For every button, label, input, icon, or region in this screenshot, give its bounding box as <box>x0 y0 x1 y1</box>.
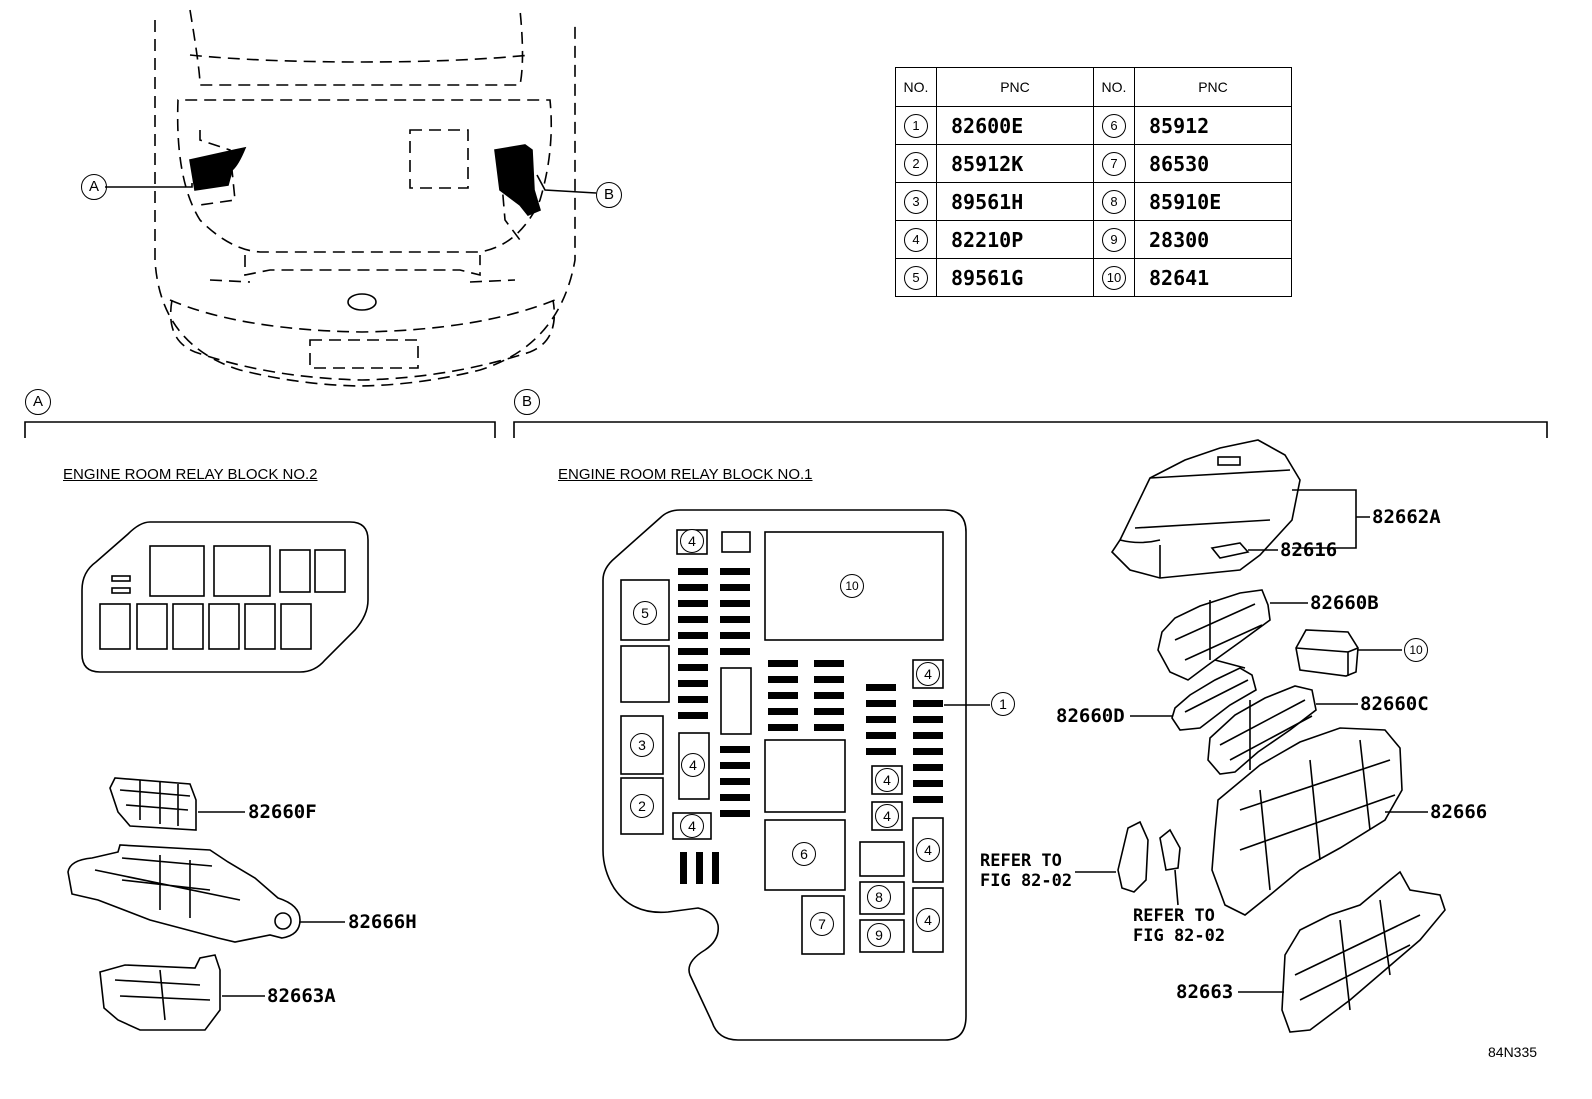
pnc-table-header: NO. PNC NO. PNC <box>895 67 1292 107</box>
item-number: 9 <box>1102 227 1126 252</box>
block-marker-7[interactable]: 7 <box>810 912 834 936</box>
part-label-82660c[interactable]: 82660C <box>1360 693 1429 715</box>
pnc-code[interactable]: 85910E <box>1134 182 1292 221</box>
section-b-title: ENGINE ROOM RELAY BLOCK NO.1 <box>558 466 813 483</box>
item-number: 3 <box>904 189 928 214</box>
header-pnc-right: PNC <box>1134 67 1292 107</box>
section-a-bracket <box>24 421 496 438</box>
pnc-code[interactable]: 82641 <box>1134 258 1292 297</box>
emblem <box>347 293 377 311</box>
part-label-82616[interactable]: 82616 <box>1280 539 1338 561</box>
header-no-right: NO. <box>1093 67 1135 107</box>
table-row: 2 85912K 7 86530 <box>895 144 1292 183</box>
figure-id: 84N335 <box>1488 1044 1538 1060</box>
pnc-code[interactable]: 86530 <box>1134 144 1292 183</box>
part-82660d-sketch <box>1171 659 1257 731</box>
relay-block-no2 <box>81 521 369 673</box>
part-82662a-sketch <box>1110 439 1301 579</box>
item-number: 2 <box>904 151 928 176</box>
item-number: 6 <box>1102 113 1126 138</box>
part-82666-sketch <box>1211 727 1403 916</box>
table-row: 1 82600E 6 85912 <box>895 106 1292 145</box>
block-marker-4[interactable]: 4 <box>916 908 940 932</box>
relay-block-no1 <box>602 509 967 1041</box>
block-marker-4[interactable]: 4 <box>875 804 899 828</box>
item-number: 5 <box>904 265 928 290</box>
pnc-code[interactable]: 89561H <box>936 182 1094 221</box>
pnc-code[interactable]: 89561G <box>936 258 1094 297</box>
block-marker-5[interactable]: 5 <box>633 601 657 625</box>
part-label-82666[interactable]: 82666 <box>1430 801 1488 823</box>
item-number: 4 <box>904 227 928 252</box>
pnc-code[interactable]: 82210P <box>936 220 1094 259</box>
relay-block-b-location <box>494 144 541 216</box>
pnc-code[interactable]: 28300 <box>1134 220 1292 259</box>
part-82663-sketch <box>1281 870 1446 1033</box>
part-label-82660d[interactable]: 82660D <box>1056 705 1125 727</box>
pnc-code[interactable]: 85912 <box>1134 106 1292 145</box>
part-label-82666h[interactable]: 82666H <box>348 911 417 933</box>
header-pnc-left: PNC <box>936 67 1094 107</box>
part-82663a-sketch <box>99 954 221 1031</box>
part-82660b-sketch <box>1157 589 1271 681</box>
section-b-bracket <box>513 421 1548 438</box>
table-row: 4 82210P 9 28300 <box>895 220 1292 259</box>
refer-parts-sketch <box>1075 820 1181 906</box>
table-row: 3 89561H 8 85910E <box>895 182 1292 221</box>
block-marker-4[interactable]: 4 <box>680 529 704 553</box>
refer-note-1: REFER TO FIG 82-02 <box>980 851 1073 892</box>
block-marker-2[interactable]: 2 <box>630 794 654 818</box>
item-number: 10 <box>1102 265 1126 290</box>
item-callout-1[interactable]: 1 <box>991 692 1015 716</box>
part-82660f-sketch <box>109 777 197 831</box>
part-label-82660b[interactable]: 82660B <box>1310 592 1379 614</box>
block-marker-6[interactable]: 6 <box>792 842 816 866</box>
item-callout-10[interactable]: 10 <box>1404 638 1428 662</box>
callout-b[interactable]: B <box>596 182 622 208</box>
item-number: 7 <box>1102 151 1126 176</box>
part-82666h-sketch <box>67 844 301 943</box>
refer-note-2: REFER TO FIG 82-02 <box>1133 906 1226 947</box>
block-marker-10[interactable]: 10 <box>840 574 864 598</box>
part-82660c-sketch <box>1207 685 1317 775</box>
part-label-82663[interactable]: 82663 <box>1176 981 1234 1003</box>
relay-block-a-location <box>189 146 247 191</box>
block-marker-9[interactable]: 9 <box>867 923 891 947</box>
item-number: 1 <box>904 113 928 138</box>
part-label-82660f[interactable]: 82660F <box>248 801 317 823</box>
pnc-code[interactable]: 85912K <box>936 144 1094 183</box>
pnc-code[interactable]: 82600E <box>936 106 1094 145</box>
section-b-marker: B <box>514 389 540 415</box>
part-10-sketch <box>1295 629 1359 677</box>
part-label-82663a[interactable]: 82663A <box>267 985 336 1007</box>
section-a-marker: A <box>25 389 51 415</box>
fuse-slots <box>678 568 943 884</box>
block-marker-4[interactable]: 4 <box>681 753 705 777</box>
block-marker-3[interactable]: 3 <box>630 733 654 757</box>
table-row: 5 89561G 10 82641 <box>895 258 1292 297</box>
part-82616-sketch <box>1210 542 1250 559</box>
callout-a[interactable]: A <box>81 174 107 200</box>
block-marker-4[interactable]: 4 <box>875 768 899 792</box>
block-marker-4[interactable]: 4 <box>680 814 704 838</box>
block-marker-4[interactable]: 4 <box>916 662 940 686</box>
header-no-left: NO. <box>895 67 937 107</box>
part-label-82662a[interactable]: 82662A <box>1372 506 1441 528</box>
pnc-table: NO. PNC NO. PNC 1 82600E 6 85912 2 85912… <box>895 67 1292 297</box>
vehicle-outline <box>154 9 576 387</box>
item-number: 8 <box>1102 189 1126 214</box>
block-marker-8[interactable]: 8 <box>867 885 891 909</box>
block-marker-4[interactable]: 4 <box>916 838 940 862</box>
section-a-title: ENGINE ROOM RELAY BLOCK NO.2 <box>63 466 318 483</box>
